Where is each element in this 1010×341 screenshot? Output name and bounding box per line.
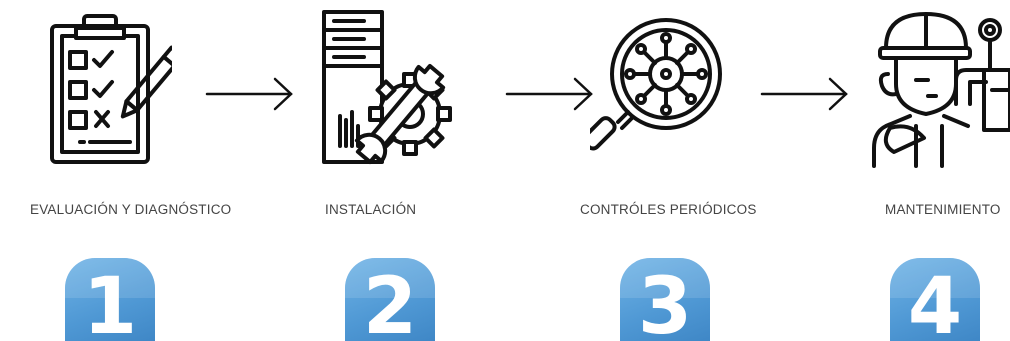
step-4-number: 4: [907, 262, 963, 341]
step-3-label: CONTRÓLES PERIÓDICOS: [580, 202, 757, 217]
arrow-right-icon: [505, 76, 595, 112]
step-1-badge: 1: [65, 258, 155, 341]
step-1-number: 1: [82, 262, 138, 341]
step-3-number: 3: [637, 262, 693, 341]
step-2-number: 2: [362, 262, 418, 341]
step-2-label: INSTALACIÓN: [325, 202, 417, 217]
magnifier-virus-icon: [590, 8, 722, 168]
step-4-badge: 4: [890, 258, 980, 341]
server-gear-wrench-icon: [320, 8, 452, 168]
step-2-badge: 2: [345, 258, 435, 341]
step-4-label: MANTENIMIENTO: [885, 202, 1001, 217]
step-3-badge: 3: [620, 258, 710, 341]
step-1-label: EVALUACIÓN Y DIAGNÓSTICO: [30, 202, 232, 217]
arrow-right-icon: [205, 76, 295, 112]
technician-icon: [872, 8, 1010, 168]
clipboard-checklist-icon: [40, 8, 172, 168]
arrow-right-icon: [760, 76, 850, 112]
